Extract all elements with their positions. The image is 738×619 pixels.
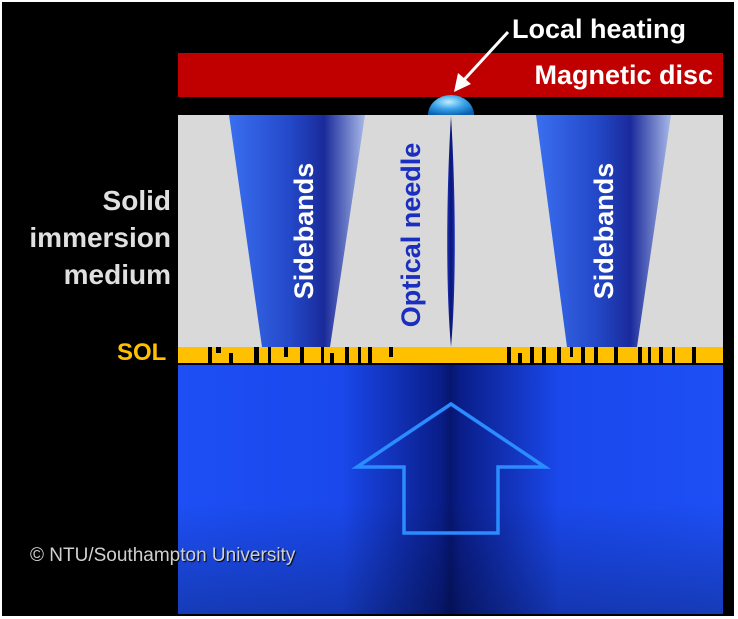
solid-immersion-medium-label-line: Solid: [102, 185, 171, 216]
sol-layer: [178, 347, 723, 363]
local-heating-label: Local heating: [512, 14, 687, 44]
incident-light-arrow-icon: [351, 401, 551, 535]
heating-spot-icon: [428, 95, 474, 115]
sol-slits: [208, 347, 696, 363]
optical-needle-label: Optical needle: [396, 143, 426, 328]
substrate-shading: [178, 365, 723, 614]
sideband-left: [229, 115, 365, 347]
solid-immersion-medium-label-line: medium: [63, 259, 171, 290]
sidebands-left-label: Sidebands: [289, 163, 319, 300]
substrate: [178, 365, 723, 614]
sol-label: SOL: [117, 339, 167, 366]
sideband-right: [536, 115, 671, 347]
copyright-notice: © NTU/Southampton University: [30, 545, 296, 566]
solid-immersion-medium-label: Solid immersion medium: [1, 182, 171, 293]
magnetic-disc-label: Magnetic disc: [534, 60, 713, 90]
sidebands-right-label: Sidebands: [589, 163, 619, 300]
local-heating-pointer: [460, 30, 510, 84]
local-heating-arrowhead-icon: [454, 73, 471, 92]
magnetic-disc: Magnetic disc: [178, 53, 723, 97]
solid-immersion-medium-label-line: immersion: [29, 222, 171, 253]
optical-needle: [447, 116, 455, 347]
